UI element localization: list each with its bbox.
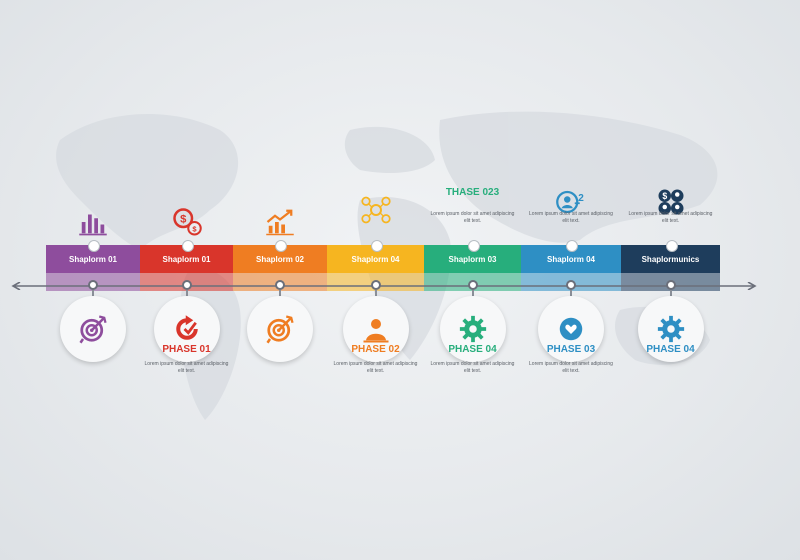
gear-icon	[656, 314, 686, 344]
timeline-marker	[181, 280, 192, 290]
milestone-circle	[637, 296, 704, 362]
segment-label: Shaplorm 03	[448, 254, 497, 264]
milestone-circle	[538, 296, 604, 362]
phase-description: Lorem ipsum dolor sit amet adipiscing el…	[430, 361, 515, 374]
target-arrow-icon	[265, 314, 295, 344]
top-description: Lorem ipsum dolor sit amet adipiscing el…	[529, 211, 613, 224]
segment-label: Shaplorm 01	[68, 254, 117, 264]
dollar-coins-icon-graphic: $$	[172, 208, 202, 236]
refresh-arrow-icon	[172, 314, 202, 344]
phase-label: PHASE 03	[546, 344, 596, 355]
growth-chart-icon	[264, 206, 296, 238]
segment-notch	[467, 240, 480, 252]
segment-label: Shaplorm 02	[255, 254, 304, 264]
phase-label: PHASE 01	[162, 344, 211, 355]
svg-text:$: $	[662, 191, 667, 201]
phase-description: Lorem ipsum dolor sit amet adipiscing el…	[529, 361, 613, 374]
timeline-marker	[88, 280, 98, 290]
phase-label: PHASE 04	[646, 344, 695, 355]
bar-chart-icon	[77, 206, 109, 238]
milestone-circle	[60, 296, 126, 362]
segment-label: Shaplormunics	[641, 254, 700, 264]
phase-description: Lorem ipsum dolor sit amet adipiscing el…	[144, 361, 229, 374]
phase-label: PHASE 02	[351, 344, 400, 355]
timeline-marker	[275, 280, 285, 290]
segment-notch	[665, 240, 678, 252]
user-count-icon-graphic: 2	[556, 190, 584, 214]
milestone-circle	[342, 296, 409, 362]
bar-chart-icon-graphic	[79, 214, 107, 236]
team-money-icon-graphic: $	[658, 189, 683, 215]
svg-text:$: $	[180, 214, 187, 226]
segment-notch	[370, 240, 383, 252]
target-arrow-icon	[78, 314, 108, 344]
segment-notch	[566, 240, 578, 252]
top-phase-title: THASE 023	[445, 187, 500, 198]
segment-notch	[181, 240, 194, 252]
network-nodes-icon	[360, 194, 392, 226]
segment-notch	[88, 240, 100, 252]
milestone-circle	[153, 296, 220, 362]
phase-label: PHASE 04	[448, 344, 497, 355]
milestone-circle	[439, 296, 506, 362]
svg-text:2: 2	[578, 193, 584, 204]
gear-icon	[458, 314, 488, 344]
phase-description: Lorem ipsum dolor sit amet adipiscing el…	[333, 361, 418, 374]
team-money-icon: $	[655, 186, 687, 218]
timeline-axis-arrow	[11, 282, 757, 290]
person-icon	[361, 314, 391, 344]
segment-label: Shaplorm 01	[162, 254, 211, 264]
user-count-icon: 2	[555, 186, 587, 218]
milestone-circle	[247, 296, 313, 362]
heart-badge-icon	[556, 314, 586, 344]
timeline-marker	[467, 280, 478, 290]
timeline-marker	[665, 280, 676, 290]
svg-text:$: $	[192, 224, 197, 233]
dollar-coins-icon: $$	[171, 206, 203, 238]
top-description: Lorem ipsum dolor sit amet adipiscing el…	[628, 211, 713, 224]
segment-notch	[275, 240, 287, 252]
segment-label: Shaplorm 04	[351, 254, 400, 264]
top-phase-description: Lorem ipsum dolor sit amet adipiscing el…	[430, 211, 515, 224]
timeline-marker	[566, 280, 576, 290]
timeline-marker	[370, 280, 381, 290]
segment-label: Shaplorm 04	[546, 254, 595, 264]
network-nodes-icon-graphic	[360, 196, 391, 224]
growth-chart-icon-graphic	[266, 209, 294, 236]
